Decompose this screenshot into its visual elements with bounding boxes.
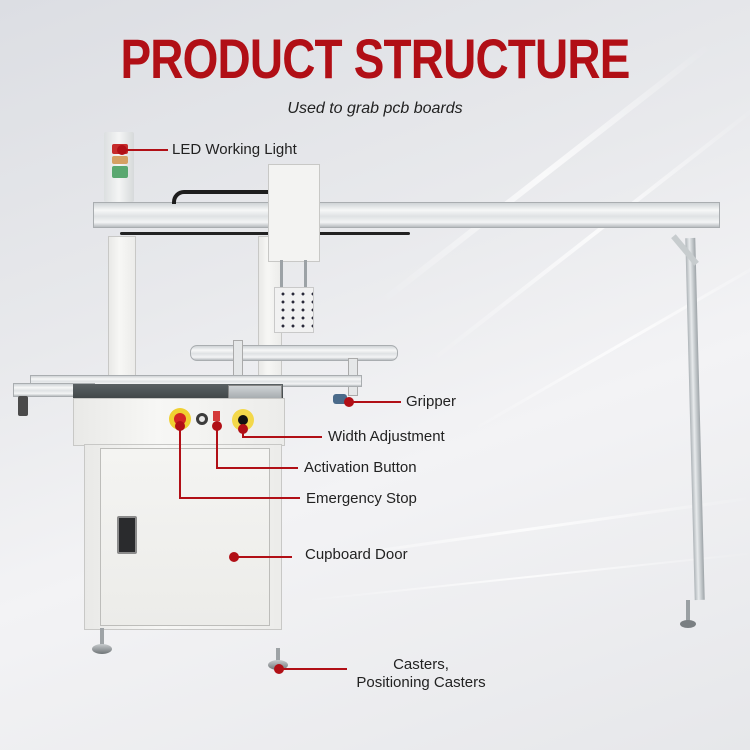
gripper-arm-rail <box>190 345 398 361</box>
callout-label: LED Working Light <box>172 141 297 158</box>
callout-line <box>179 426 181 498</box>
callout-line <box>279 668 347 670</box>
top-beam-lower-cable <box>120 232 410 235</box>
cable-chain <box>172 190 280 204</box>
key-switch <box>196 413 208 425</box>
top-beam <box>93 202 720 228</box>
callout-label: Cupboard Door <box>305 546 408 563</box>
callout-line <box>216 426 218 468</box>
tower-light-green <box>112 166 128 178</box>
gripper-head <box>333 394 347 404</box>
callout-line <box>349 401 401 403</box>
right-leg-foot-base <box>680 620 696 628</box>
callout-line <box>216 467 298 469</box>
callout-line <box>179 497 300 499</box>
callout-label: Width Adjustment <box>328 428 445 445</box>
callout-label-line2: Positioning Casters <box>356 674 486 691</box>
callout-label: Activation Button <box>304 459 417 476</box>
cabinet-foot-left-stem <box>100 628 104 646</box>
left-sensor <box>18 396 28 416</box>
activation-button-body <box>213 411 220 421</box>
door-handle <box>117 516 137 554</box>
callout-line <box>234 556 292 558</box>
vertical-guide-rod <box>280 260 283 308</box>
callout-label: Gripper <box>406 393 457 410</box>
vertical-guide-rod <box>304 260 307 308</box>
callout-label: Emergency Stop <box>306 490 417 507</box>
cabinet-foot-right-stem <box>276 648 280 662</box>
page-title: PRODUCT STRUCTURE <box>120 27 630 90</box>
callout-line <box>242 428 244 436</box>
callout-label-line1: Casters, <box>393 656 449 673</box>
callout-label: Casters, Positioning Casters <box>351 656 491 692</box>
page-subtitle: Used to grab pcb boards <box>287 100 463 117</box>
callout-line <box>122 149 168 151</box>
tower-light-amber <box>112 156 128 164</box>
callout-line <box>242 436 322 438</box>
perforated-plate <box>274 287 314 333</box>
right-support-leg <box>685 237 705 601</box>
gantry-carriage <box>268 164 320 262</box>
right-leg-foot <box>686 600 690 622</box>
width-adjustment-knob-center <box>238 415 248 425</box>
background-light-streak <box>469 250 750 433</box>
cabinet-foot-left <box>92 644 112 654</box>
left-column <box>108 236 136 388</box>
